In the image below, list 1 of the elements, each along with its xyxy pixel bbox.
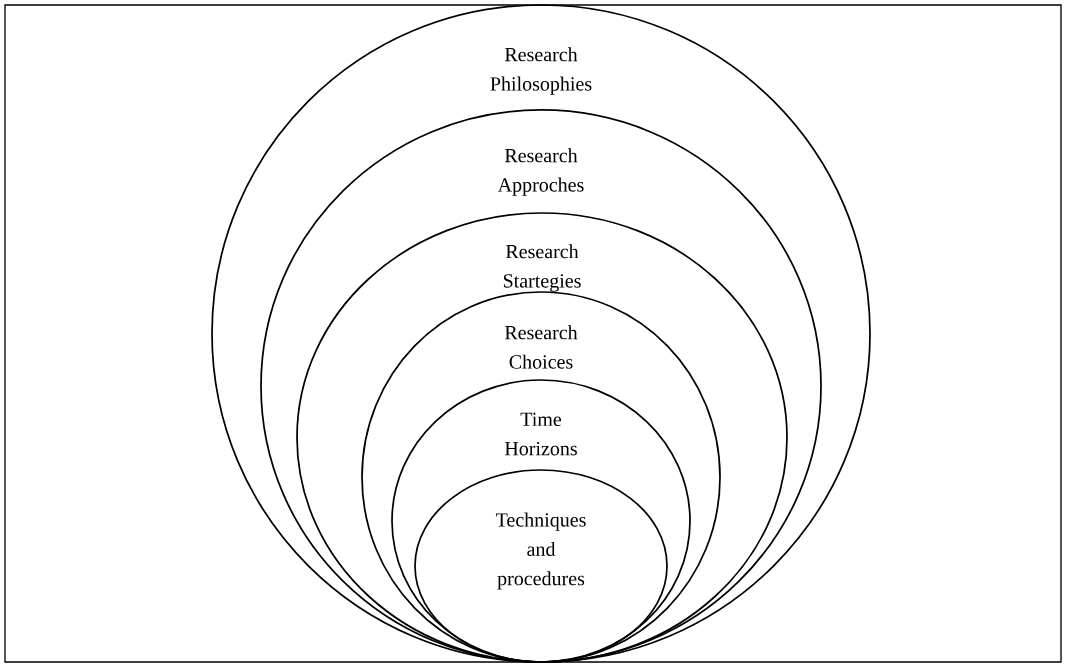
- ellipse-layer: Techniques and procedures: [414, 469, 668, 663]
